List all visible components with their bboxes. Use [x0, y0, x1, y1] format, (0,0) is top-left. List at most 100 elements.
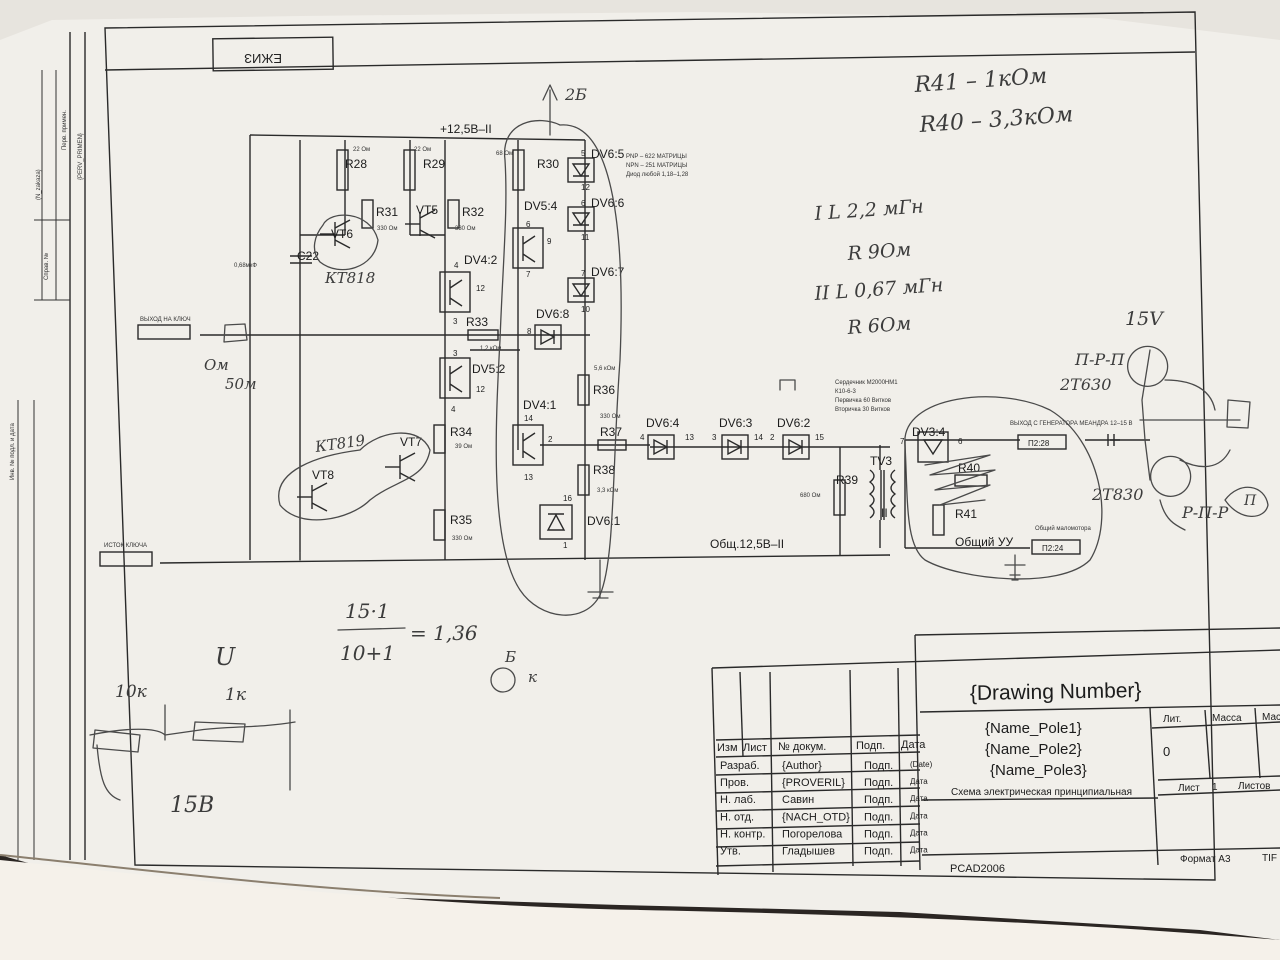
pin: 12 — [476, 284, 485, 293]
paper-shadow — [0, 0, 1280, 40]
label-vt6: VT6 — [331, 227, 353, 241]
connector-p2-28 — [1017, 434, 1067, 450]
diode-dv6-6 — [567, 206, 595, 232]
value-r28: 22 Ом — [353, 147, 370, 153]
transistor-vt6 — [320, 219, 351, 249]
margin-inventory: Инв. № подл. и дата — [9, 423, 16, 480]
value-r33: 1,2 кОм — [480, 346, 501, 352]
hand-ohm: Ом — [204, 356, 229, 374]
pin: 8 — [527, 327, 532, 336]
name-pole-1: {Name_Pole1} — [985, 720, 1082, 737]
supply-label: +12,5В–II — [440, 122, 492, 136]
pin: 4 — [451, 405, 456, 414]
common-yy-label: Общий УУ — [955, 535, 1013, 549]
label-dv4-1: DV4:1 — [523, 398, 557, 412]
note-pnp: PNP – 622 МАТРИЦЫ — [626, 154, 687, 160]
key-output-label: ВЫХОД НА КЛЮЧ — [140, 317, 191, 323]
transformer-tv3 — [868, 469, 897, 520]
pin: 3 — [712, 433, 717, 442]
title-block-row-role: Утв. — [720, 846, 741, 858]
resistor-r32 — [447, 199, 460, 229]
label-r33: R33 — [466, 315, 488, 329]
lit-label: Лит. — [1163, 714, 1181, 725]
pin: 12 — [476, 385, 485, 394]
pin: 9 — [547, 237, 552, 246]
name-pole-3: {Name_Pole3} — [990, 762, 1087, 779]
resistor-r40 — [954, 474, 988, 487]
arrow-label: 2Б — [564, 85, 587, 104]
hand-fraction-denominator: 10+1 — [340, 641, 395, 665]
pin: 3 — [453, 317, 458, 326]
hand-collector: к — [528, 668, 537, 686]
hand-base: Б — [504, 648, 516, 666]
label-r39: R39 — [836, 473, 858, 487]
title-block-row-date: (Date) — [910, 760, 933, 769]
value-r32: 330 Ом — [455, 226, 475, 232]
value-r38: 3,3 кОм — [597, 488, 618, 494]
pin: 2 — [770, 433, 775, 442]
foreground-shadow — [0, 860, 1280, 960]
title-block-row-name: {NACH_OTD} — [782, 811, 850, 823]
sheet-number: 1 — [1212, 782, 1218, 793]
pencil-marks — [89, 84, 1269, 801]
connector-p2-24 — [1031, 539, 1081, 555]
connector-p2-28-label: П2:28 — [1028, 439, 1050, 448]
pin: 6 — [581, 199, 586, 208]
label-dv6-5: DV6:5 — [591, 147, 625, 161]
label-r31: R31 — [376, 205, 398, 219]
value-r35: 330 Ом — [452, 536, 472, 542]
lit-value: 0 — [1163, 744, 1170, 759]
hand-fraction-bar — [337, 627, 406, 631]
title-block-row-sign: Подп. — [864, 846, 893, 858]
label-vt5: VT5 — [416, 203, 438, 217]
note-core-size: К10-6-3 — [835, 389, 857, 395]
left-margin-column — [17, 70, 70, 860]
pcad-label: PCAD2006 — [950, 863, 1005, 875]
title-block-row-date: Дата — [910, 811, 928, 820]
diode-dv6-4 — [647, 434, 675, 460]
pin: 1 — [563, 541, 568, 550]
hand-pulse-symbol: Π — [1243, 493, 1257, 509]
scheme-title: Схема электрическая принципиальная — [951, 787, 1132, 798]
pin: 13 — [685, 433, 694, 442]
resistors — [336, 149, 988, 541]
diode-dv6-8 — [534, 324, 562, 350]
sheet-label: Лист — [1178, 783, 1200, 794]
title-block-row-sign: Подп. — [864, 811, 893, 823]
hand-fraction-numerator: 15·1 — [345, 599, 390, 623]
note-primary: Первичка 60 Витков — [835, 398, 891, 404]
title-block-row-role: Разраб. — [720, 760, 760, 772]
resistor-r35 — [433, 509, 446, 541]
label-dv3-4: DV3:4 — [912, 425, 946, 439]
hand-winding-one-r: R 9Ом — [846, 239, 912, 265]
margin-ref-number: Справ. № — [43, 253, 50, 280]
capacitor-c22 — [290, 255, 312, 264]
connectors — [99, 324, 1120, 567]
title-block-row-name: {Author} — [782, 760, 822, 772]
value-c22: 0,68мкФ — [234, 263, 257, 269]
value-r31: 330 Ом — [377, 226, 397, 232]
label-c22: C22 — [297, 249, 319, 263]
label-r37: R37 — [600, 425, 622, 439]
resistor-r39 — [833, 479, 846, 516]
header-doc-no: № докум. — [778, 741, 826, 753]
pin: 7 — [581, 269, 586, 278]
label-r36: R36 — [593, 383, 615, 397]
hand-1k: 1к — [225, 685, 247, 705]
diode-dv6-2 — [782, 434, 810, 460]
pin: 7 — [526, 270, 531, 279]
value-r29: 22 Ом — [414, 147, 431, 153]
drawing-number: {Drawing Number} — [970, 679, 1142, 705]
value-r39: 680 Ом — [800, 493, 820, 499]
resistor-r30 — [512, 149, 525, 191]
label-dv6-3: DV6:3 — [719, 416, 753, 430]
transistor-vt8 — [297, 482, 328, 512]
name-pole-2: {Name_Pole2} — [985, 741, 1082, 758]
label-dv4-2: DV4:2 — [464, 253, 498, 267]
margin-first-use-value: {PERV_PRIMEN} — [78, 133, 84, 180]
note-diode: Диод любой 1,18–1,28 — [626, 171, 689, 178]
label-r34: R34 — [450, 425, 472, 439]
connector-p2-24-label: П2:24 — [1042, 544, 1064, 553]
title-block-row-role: Н. отд. — [720, 811, 754, 823]
